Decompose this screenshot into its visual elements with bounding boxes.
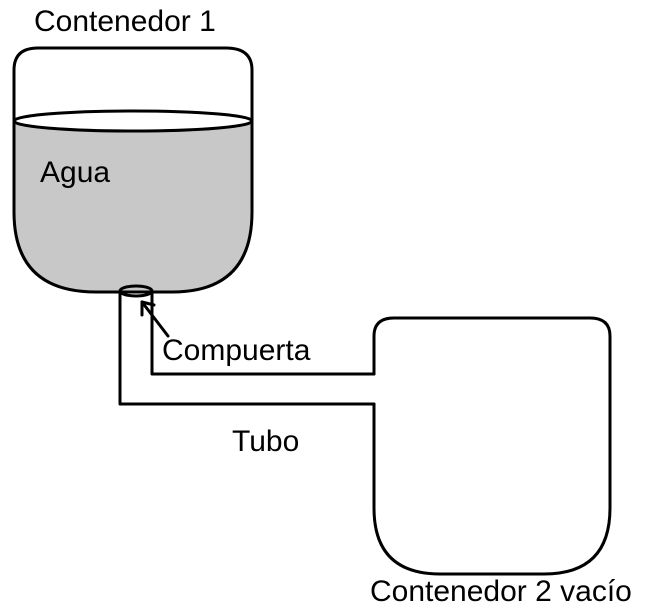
container-2-label: Contenedor 2 vacío [370, 575, 632, 606]
gate-label: Compuerta [162, 334, 311, 367]
gate-valve [118, 284, 154, 298]
container-1-outline [12, 46, 254, 294]
tube-label: Tubo [232, 425, 299, 458]
gate-arrow-line [140, 300, 170, 338]
tube-inner-wall [150, 290, 376, 376]
gate-arrow-head [140, 300, 156, 317]
water-label: Agua [40, 156, 110, 189]
container-2-outline [372, 316, 612, 576]
water-fill [14, 124, 252, 292]
container-1-label: Contenedor 1 [34, 5, 216, 38]
water-surface [12, 109, 254, 133]
tube-outer-wall [118, 290, 376, 406]
